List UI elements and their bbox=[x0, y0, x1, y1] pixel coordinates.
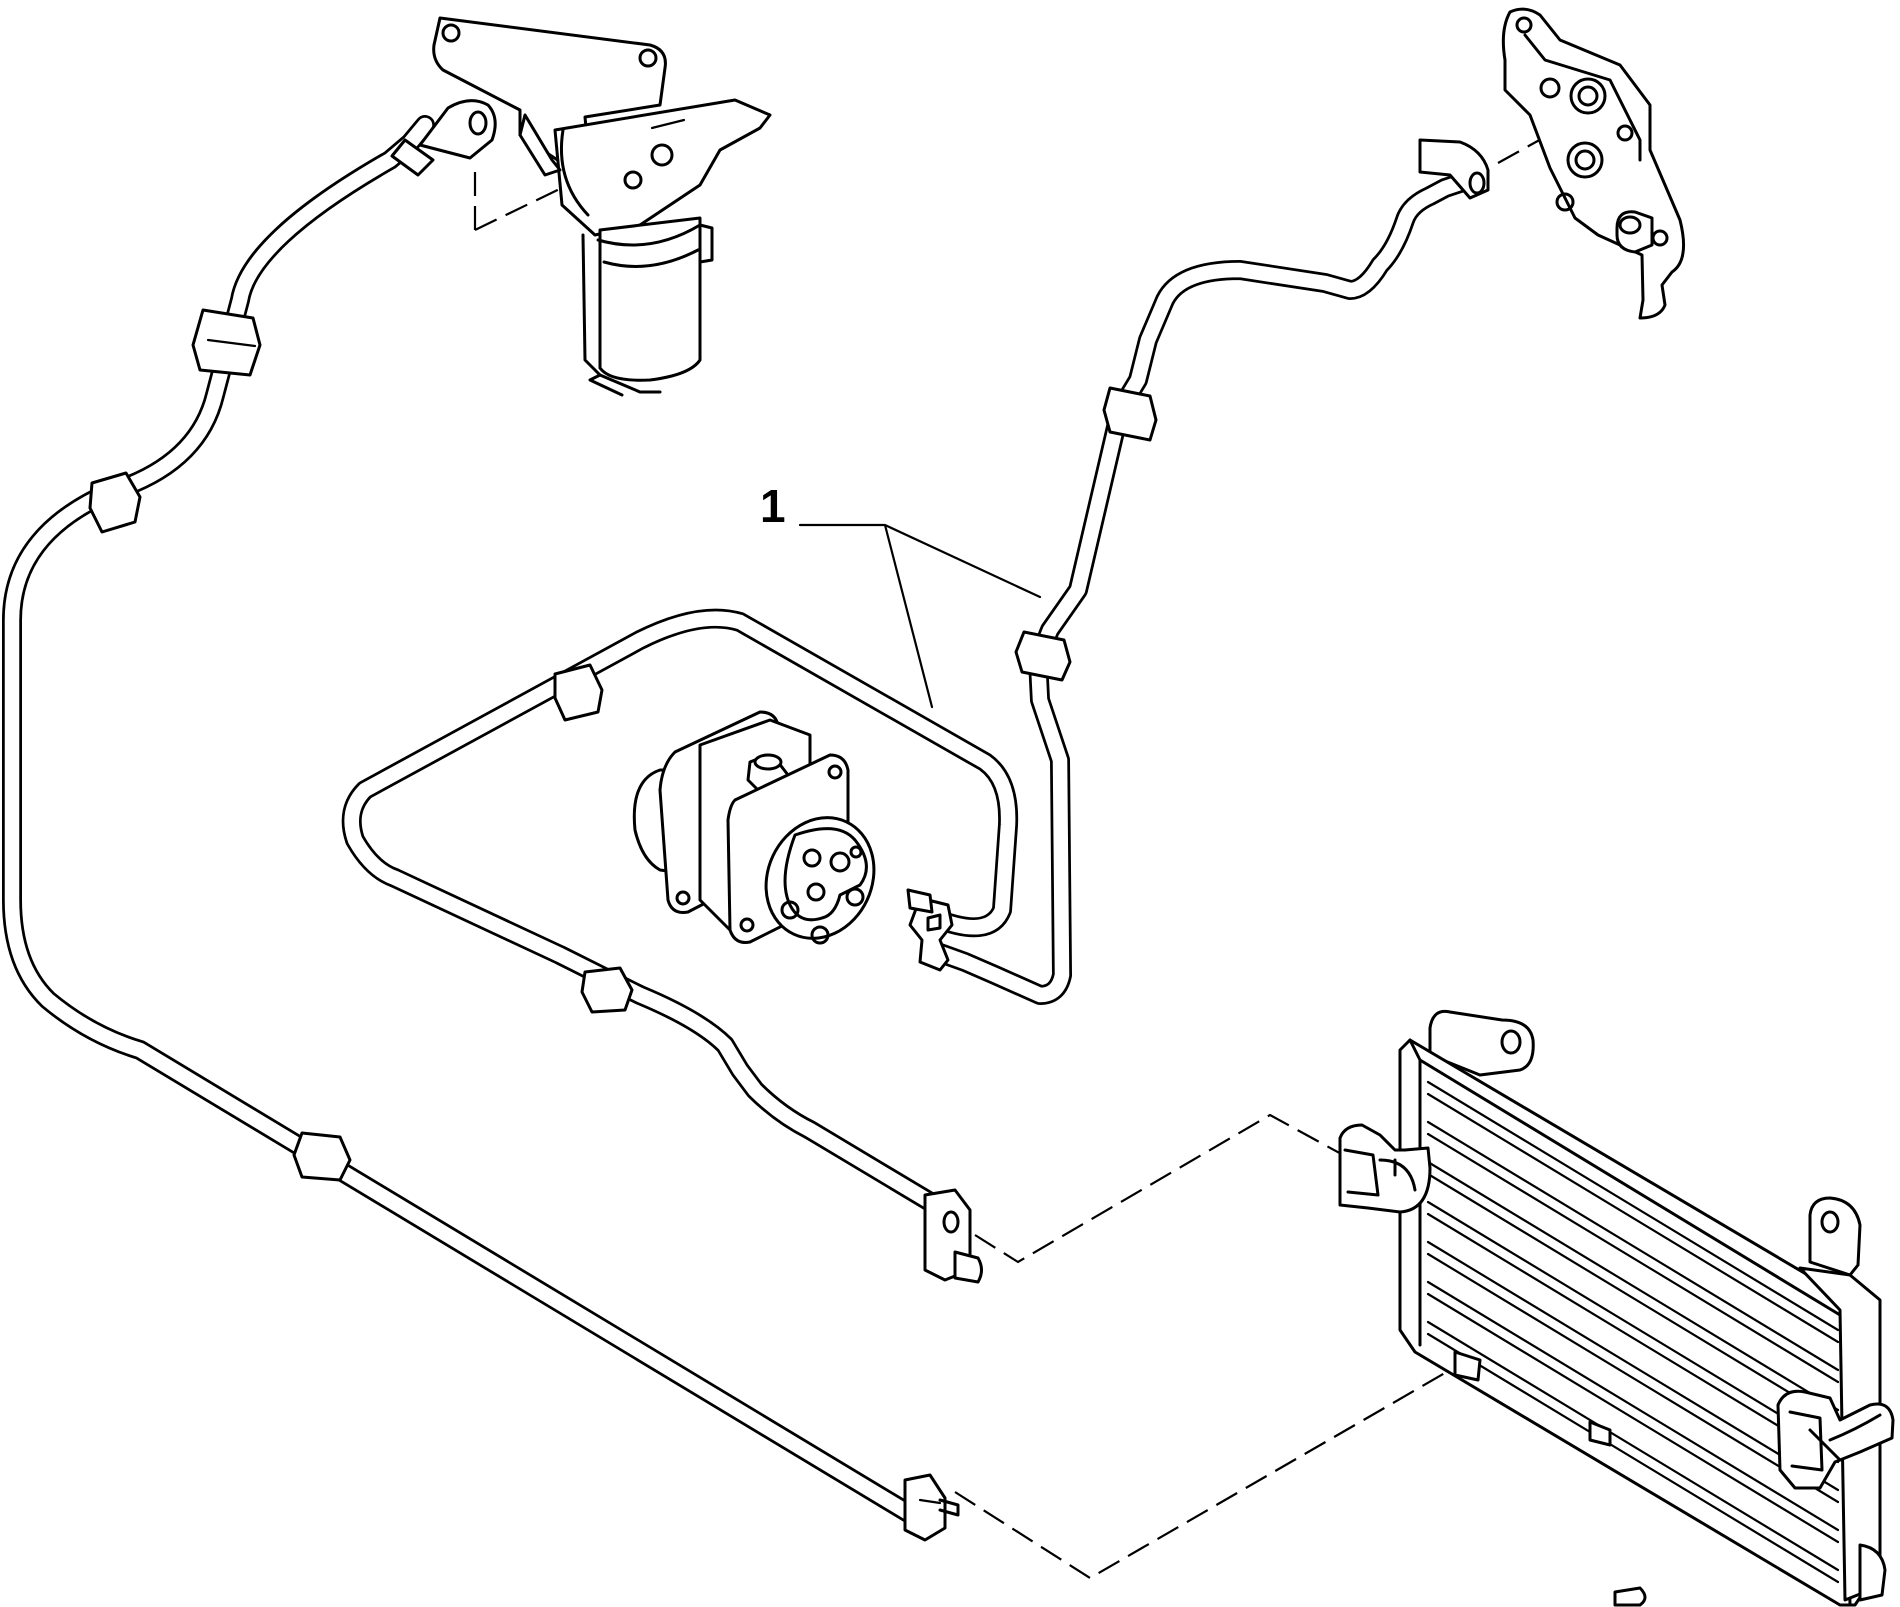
hose-clamp bbox=[1102, 386, 1158, 442]
condenser bbox=[1338, 1009, 1895, 1607]
dashed-line-condenser-outlet bbox=[954, 1294, 1581, 1580]
dryer-hose-end-fitting bbox=[418, 99, 497, 160]
callout-label: 1 bbox=[760, 480, 786, 532]
receiver-dryer bbox=[432, 16, 772, 397]
hose-clamp bbox=[88, 471, 142, 534]
hose-clamp bbox=[292, 1131, 352, 1182]
condenser-inlet-elbow bbox=[1338, 1123, 1432, 1214]
long-hose-dryer-condenser bbox=[2, 99, 960, 1542]
hose-clamp bbox=[1014, 630, 1072, 682]
main-hose-assembly bbox=[341, 138, 1490, 1284]
condenser-top-tab bbox=[1428, 1009, 1535, 1077]
hose-clamp bbox=[580, 966, 634, 1014]
evaporator-mounting-plate bbox=[1501, 7, 1686, 320]
condenser-hose-end-fitting bbox=[903, 1473, 947, 1542]
compressor bbox=[632, 710, 876, 945]
condenser-fins bbox=[1426, 1080, 1840, 1584]
callout-1: 1 bbox=[760, 480, 1042, 709]
callout-leader-lines bbox=[798, 523, 1042, 709]
hose-clamp bbox=[553, 663, 604, 722]
dashed-line-condenser-inlet bbox=[974, 1113, 1357, 1264]
condenser-core bbox=[1398, 1038, 1867, 1607]
